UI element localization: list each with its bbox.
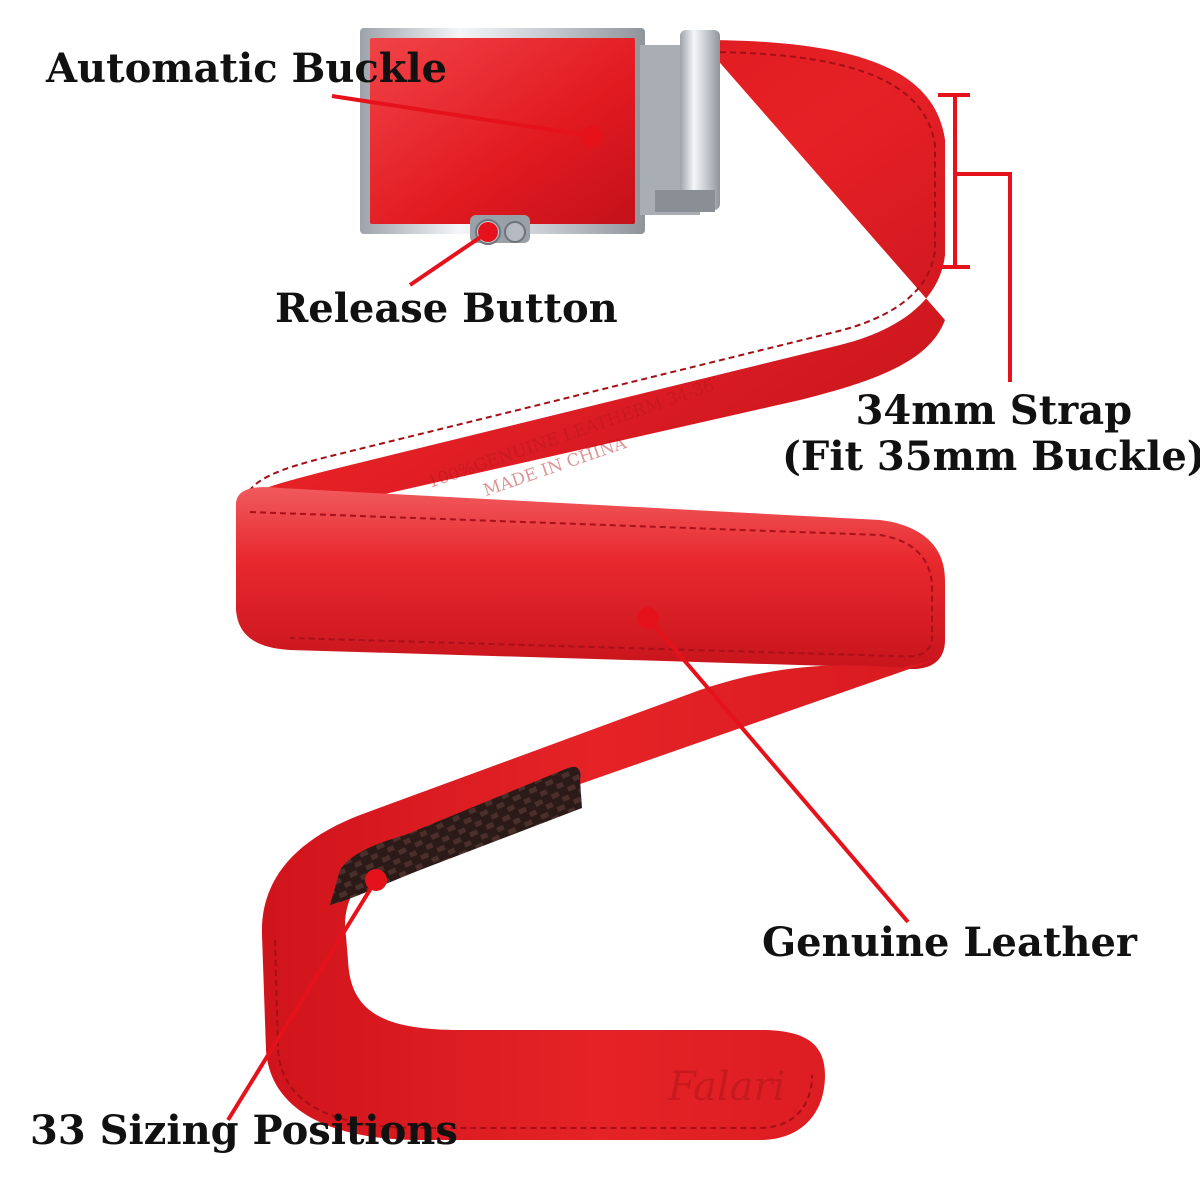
- marker-dot: [581, 126, 603, 148]
- brand-logo: Falari: [667, 1064, 785, 1110]
- automatic-buckle: [360, 28, 720, 245]
- marker-dot: [365, 869, 387, 891]
- marker-dot: [478, 222, 498, 242]
- buckle-face: [370, 38, 635, 224]
- label-strap-width-line2: (Fit 35mm Buckle): [782, 433, 1200, 480]
- ratchet-track: [330, 766, 582, 905]
- label-automatic-buckle: Automatic Buckle: [46, 45, 448, 92]
- width-bracket: [938, 93, 1012, 382]
- buckle-hinge: [655, 190, 715, 212]
- label-sizing-positions: 33 Sizing Positions: [30, 1107, 458, 1154]
- lower-strap-face: [261, 660, 935, 1140]
- middle-strap-stitch: [249, 511, 933, 658]
- label-genuine-leather: Genuine Leather: [762, 919, 1137, 966]
- lower-strap-stitch: [274, 939, 813, 1129]
- buckle-clip: [680, 30, 720, 210]
- label-release-button: Release Button: [275, 285, 618, 332]
- callout-release-button: [408, 222, 498, 287]
- marker-dot: [637, 607, 659, 629]
- label-strap-width: 34mm Strap (Fit 35mm Buckle): [782, 388, 1200, 480]
- middle-strap: [236, 487, 945, 670]
- callout-sizing-positions: [226, 869, 387, 1122]
- callout-genuine-leather: [637, 607, 910, 924]
- label-strap-width-line1: 34mm Strap: [855, 387, 1133, 434]
- callout-automatic-buckle: [331, 94, 603, 148]
- lower-strap: Falari: [261, 660, 935, 1140]
- middle-strap-face: [236, 487, 945, 670]
- upper-strap-back: [236, 40, 945, 520]
- upper-strap-stitch: [249, 51, 936, 491]
